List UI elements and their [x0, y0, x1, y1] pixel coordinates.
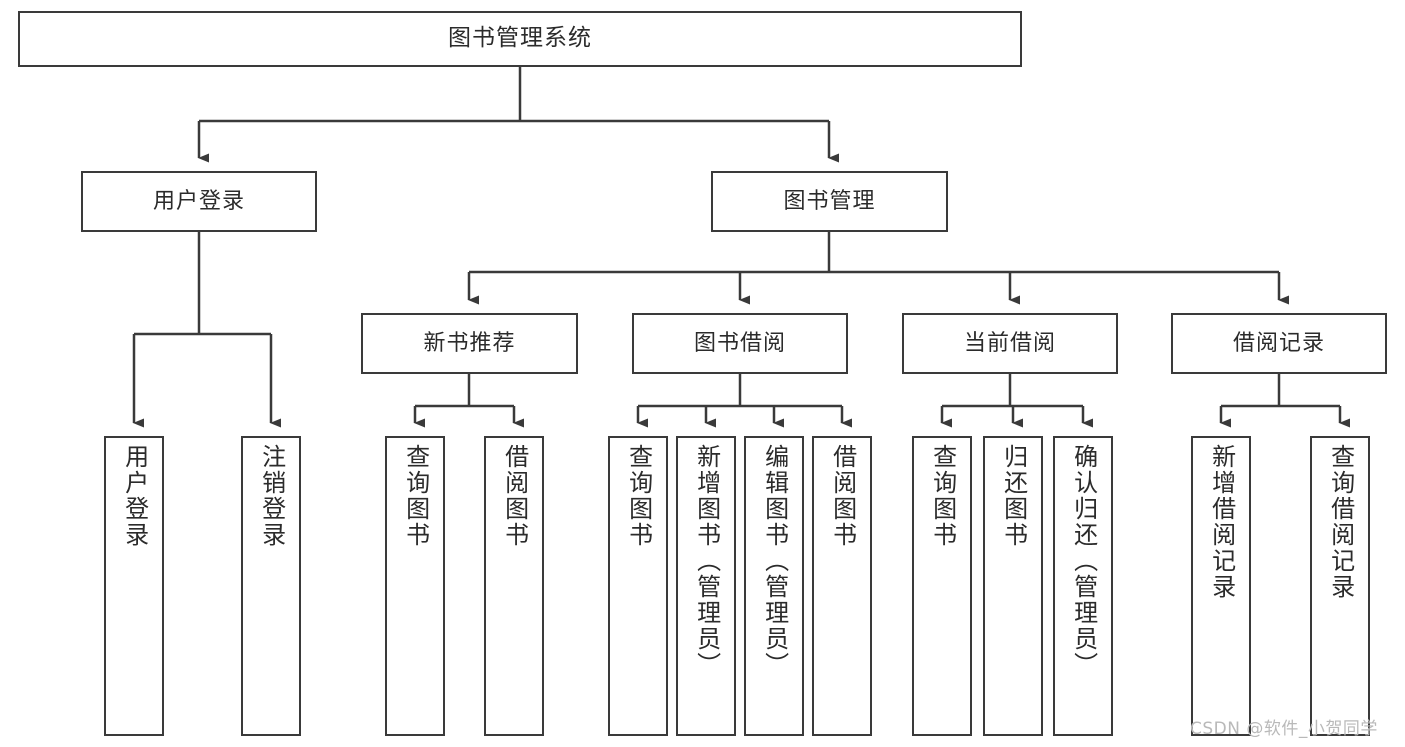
node-book-borrow-label: 图书借阅: [693, 330, 786, 356]
leaf-node-label: 归还图书: [999, 444, 1028, 548]
node-user-login-label: 用户登录: [152, 188, 245, 214]
leaf-node[interactable]: 新增借阅记录: [1191, 436, 1251, 736]
node-new-book-recommend-label: 新书推荐: [423, 330, 516, 356]
leaf-node-label: 新增图书（管理员）: [692, 444, 721, 678]
leaf-node[interactable]: 查询图书: [912, 436, 972, 736]
leaf-node-label: 用户登录: [120, 444, 149, 548]
leaf-node-label: 编辑图书（管理员）: [760, 444, 789, 678]
leaf-node[interactable]: 用户登录: [104, 436, 164, 736]
node-root-label: 图书管理系统: [448, 25, 592, 52]
node-book-borrow[interactable]: 图书借阅: [632, 313, 848, 374]
node-new-book-recommend[interactable]: 新书推荐: [361, 313, 578, 374]
leaf-node[interactable]: 注销登录: [241, 436, 301, 736]
leaf-node-label: 查询图书: [401, 444, 430, 548]
connector-lines: [132, 67, 1350, 428]
leaf-node[interactable]: 借阅图书: [812, 436, 872, 736]
node-current-borrow-label: 当前借阅: [963, 330, 1056, 356]
node-borrow-record[interactable]: 借阅记录: [1171, 313, 1387, 374]
node-borrow-record-label: 借阅记录: [1232, 330, 1325, 356]
leaf-node[interactable]: 查询借阅记录: [1310, 436, 1370, 736]
leaf-node[interactable]: 新增图书（管理员）: [676, 436, 736, 736]
leaf-node-label: 借阅图书: [828, 444, 857, 548]
leaf-node-label: 新增借阅记录: [1207, 444, 1236, 600]
leaf-node[interactable]: 查询图书: [385, 436, 445, 736]
leaf-node[interactable]: 编辑图书（管理员）: [744, 436, 804, 736]
node-book-management[interactable]: 图书管理: [711, 171, 948, 232]
watermark: CSDN @软件_小贺同学: [1190, 719, 1378, 739]
node-user-login[interactable]: 用户登录: [81, 171, 317, 232]
leaf-node[interactable]: 查询图书: [608, 436, 668, 736]
leaf-node-label: 查询图书: [928, 444, 957, 548]
leaf-node[interactable]: 归还图书: [983, 436, 1043, 736]
leaf-node-label: 查询借阅记录: [1326, 444, 1355, 600]
leaf-node[interactable]: 确认归还（管理员）: [1053, 436, 1113, 736]
node-book-management-label: 图书管理: [783, 188, 876, 214]
leaf-node-label: 确认归还（管理员）: [1069, 444, 1098, 678]
node-root[interactable]: 图书管理系统: [18, 11, 1022, 67]
leaf-node[interactable]: 借阅图书: [484, 436, 544, 736]
leaf-node-label: 查询图书: [624, 444, 653, 548]
node-current-borrow[interactable]: 当前借阅: [902, 313, 1118, 374]
leaf-node-label: 注销登录: [257, 444, 286, 548]
leaf-node-label: 借阅图书: [500, 444, 529, 548]
